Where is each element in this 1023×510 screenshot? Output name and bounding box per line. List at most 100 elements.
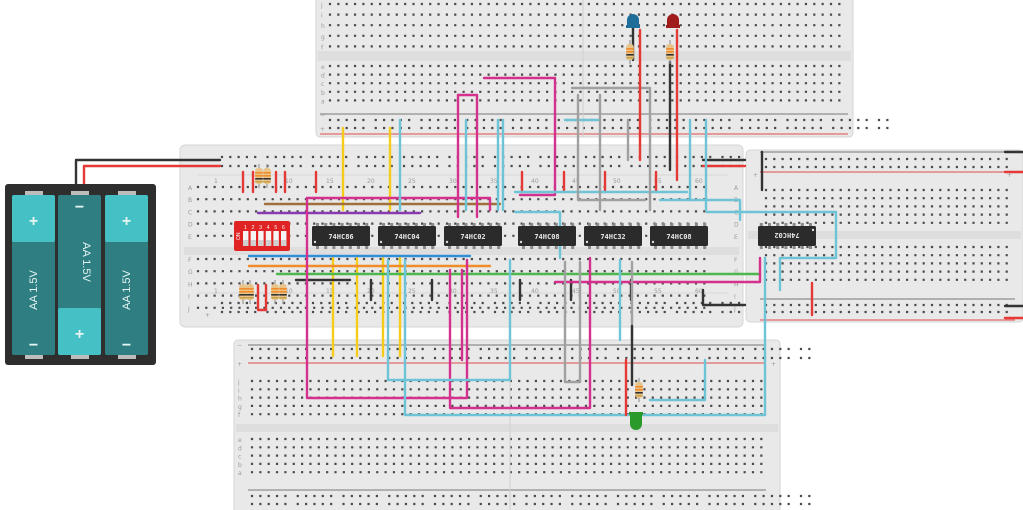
row-letter: C	[188, 209, 192, 216]
dip-switch-number: 2	[252, 225, 255, 231]
ic-chip-74hc08[interactable]: 74HC08	[650, 223, 708, 249]
battery-negative-wire[interactable]	[74, 158, 222, 188]
dip-toggle-4[interactable]	[265, 231, 272, 246]
ic-pin	[604, 223, 608, 226]
wire-cyan[interactable]	[403, 256, 767, 417]
hole-grid	[196, 185, 706, 237]
resistor-band	[246, 291, 254, 293]
ic-pin	[809, 223, 812, 226]
battery-label: AA 1.5V	[28, 269, 40, 309]
ic-chip-74hc32[interactable]: 74HC32	[584, 223, 642, 249]
row-letter: G	[188, 269, 193, 276]
resistor[interactable]	[263, 164, 271, 188]
ic-pin	[448, 246, 451, 249]
ic-chip-74hc02[interactable]: 74HC02	[758, 223, 816, 249]
wire-black[interactable]	[701, 288, 747, 307]
ic-pin	[809, 246, 812, 249]
breadboard-right[interactable]: ++	[745, 149, 1023, 323]
breadboard-body	[315, 0, 854, 138]
dip-toggle-5[interactable]	[273, 231, 279, 246]
ic-pin	[620, 223, 624, 226]
ic-chip-74hc02[interactable]: 74HC02	[444, 223, 502, 249]
ic-pin	[489, 246, 492, 249]
row-letter: g	[238, 404, 242, 411]
dip-switch-number: 5	[274, 225, 277, 231]
ic-pin	[604, 246, 608, 249]
row-letter: a	[321, 98, 325, 105]
resistor-band	[263, 181, 271, 183]
ic-pin1-marker	[379, 240, 383, 244]
resistor[interactable]	[255, 164, 263, 188]
ic-pin	[563, 223, 566, 226]
ic-pin	[340, 223, 344, 226]
ic-pin	[800, 246, 804, 249]
resistor[interactable]	[271, 280, 279, 304]
ic-chip-74hc86[interactable]: 74HC86	[312, 223, 370, 249]
led-blue[interactable]	[626, 14, 640, 28]
battery-positive-wire[interactable]	[82, 164, 222, 188]
row-letter: d	[321, 73, 325, 80]
wire-red[interactable]	[256, 283, 268, 312]
wire-magenta[interactable]	[482, 76, 557, 197]
dip-toggle-2[interactable]	[250, 231, 256, 246]
resistor[interactable]	[246, 280, 254, 304]
resistor[interactable]	[239, 280, 247, 304]
ic-pin	[776, 246, 780, 249]
row-letter: d	[238, 445, 242, 452]
wire-magenta[interactable]	[448, 256, 592, 410]
battery-pack[interactable]: +−AA 1.5V+−AA 1.5V+−AA 1.5V	[5, 184, 156, 365]
wire-magenta[interactable]	[305, 196, 492, 212]
ic-pin1-marker	[313, 240, 317, 244]
ic-chip-74hc04[interactable]: 74HC04	[378, 223, 436, 249]
rail-minus-label: −	[237, 342, 242, 349]
column-number: 60	[695, 288, 703, 295]
resistor-green-led[interactable]	[635, 378, 643, 402]
wire-magenta[interactable]	[456, 93, 479, 219]
battery-terminal	[118, 191, 136, 195]
resistor-blue-led[interactable]	[626, 40, 634, 64]
ic-pin	[472, 246, 476, 249]
ic-pin	[654, 246, 657, 249]
dip-toggle-3[interactable]	[258, 231, 264, 246]
ic-pin	[768, 246, 771, 249]
column-number: 55	[654, 288, 662, 295]
ic-pin	[662, 223, 666, 226]
dip-toggle-slot	[273, 231, 279, 246]
ic-pin	[390, 246, 394, 249]
ic-pin	[637, 246, 641, 249]
ic-pin	[423, 246, 426, 249]
ic-pin	[678, 223, 682, 226]
dip-toggle-slot	[250, 231, 256, 246]
resistor-band	[271, 294, 279, 296]
ic-pin	[538, 223, 542, 226]
battery-plus-sign: +	[75, 326, 84, 343]
wire-cyan[interactable]	[386, 258, 512, 382]
resistor-band	[635, 392, 643, 394]
ic-chip-74hc08[interactable]: 74HC08	[518, 223, 576, 249]
dip-toggle-6[interactable]	[281, 231, 287, 246]
wire-cyan[interactable]	[658, 198, 742, 222]
ic-body	[650, 226, 708, 246]
column-number: 60	[695, 178, 703, 185]
wire-cyan[interactable]	[648, 358, 707, 402]
led-red[interactable]	[666, 14, 680, 28]
resistor-red-led[interactable]	[666, 40, 674, 64]
row-letter: A	[734, 185, 739, 192]
dip-toggle-1[interactable]	[243, 231, 249, 246]
led-green[interactable]	[629, 412, 643, 430]
wire-cyan[interactable]	[705, 210, 838, 292]
wire-magenta[interactable]	[305, 196, 469, 400]
wire-gray[interactable]	[570, 86, 652, 212]
ic-pin	[316, 223, 319, 226]
resistor[interactable]	[279, 280, 287, 304]
wire-magenta[interactable]	[553, 256, 762, 284]
ic-pin1-marker	[811, 228, 815, 232]
rail-minus-label: −	[320, 112, 325, 119]
row-letter: E	[734, 234, 738, 241]
wire-gray[interactable]	[576, 93, 647, 202]
wire-gray[interactable]	[563, 260, 582, 384]
